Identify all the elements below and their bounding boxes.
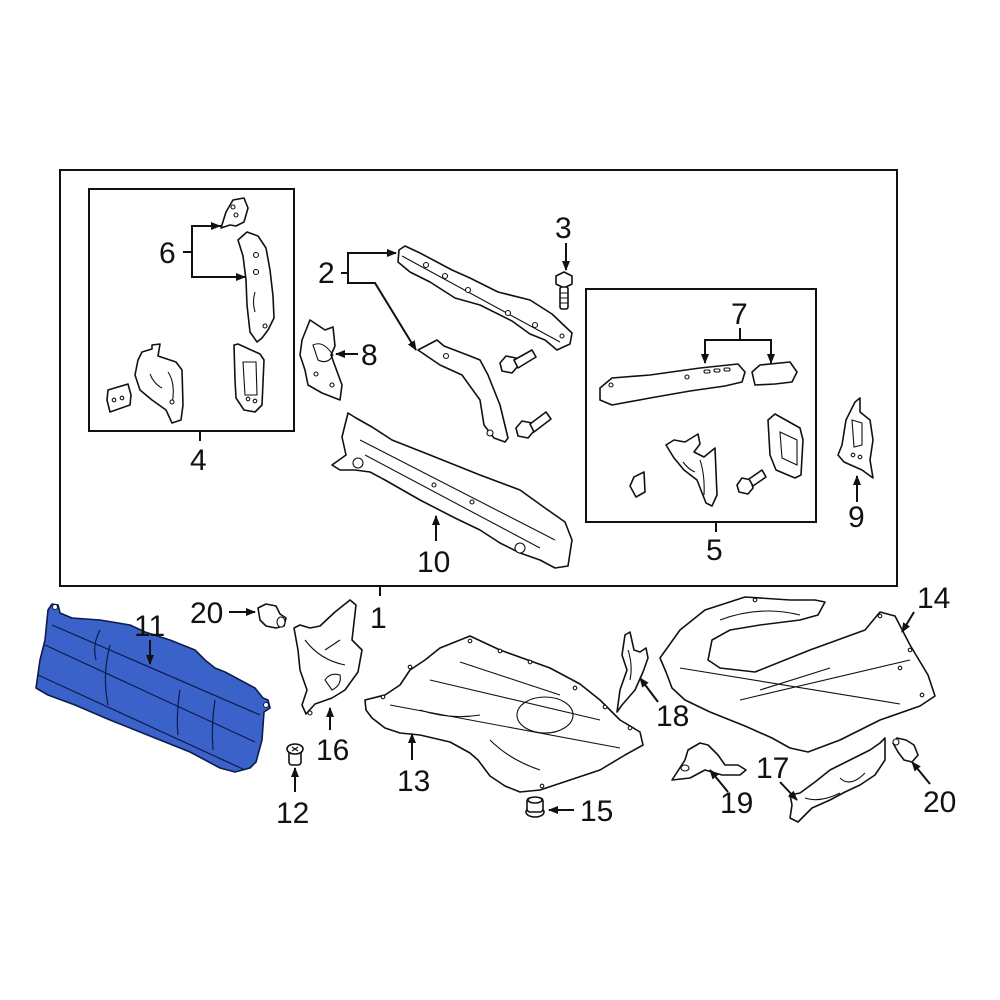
part-7-rail[interactable] bbox=[599, 363, 746, 406]
callout-3[interactable]: 3 bbox=[555, 212, 572, 245]
callout-20-left[interactable]: 20 bbox=[190, 597, 223, 630]
leader-20-right bbox=[911, 761, 931, 785]
part-2-upper-tie-bar[interactable] bbox=[397, 245, 573, 351]
callout-2[interactable]: 2 bbox=[318, 257, 335, 290]
main-assembly-frame bbox=[59, 169, 898, 596]
part-2-brace[interactable] bbox=[417, 339, 509, 443]
leader-2 bbox=[341, 249, 417, 351]
callout-11[interactable]: 11 bbox=[134, 610, 165, 643]
callout-13[interactable]: 13 bbox=[397, 765, 430, 798]
leader-19 bbox=[709, 769, 729, 793]
part-16-shield[interactable] bbox=[293, 599, 363, 716]
part-11-lower-deflector[interactable] bbox=[35, 603, 271, 773]
callout-7[interactable]: 7 bbox=[731, 298, 748, 331]
leader-18 bbox=[639, 677, 659, 703]
callout-10[interactable]: 10 bbox=[417, 546, 450, 579]
sub-assembly-5-frame bbox=[585, 288, 817, 532]
part-4-small-clip[interactable] bbox=[106, 383, 132, 413]
part-19-bracket[interactable] bbox=[671, 742, 747, 781]
callout-5[interactable]: 5 bbox=[706, 534, 723, 567]
sub-assembly-4-frame bbox=[88, 188, 295, 441]
part-12-clip[interactable] bbox=[286, 743, 304, 766]
callout-18[interactable]: 18 bbox=[656, 700, 689, 733]
callout-17[interactable]: 17 bbox=[756, 752, 789, 785]
leader-14 bbox=[901, 611, 915, 633]
part-6-upper-bracket[interactable] bbox=[220, 197, 249, 229]
callout-12[interactable]: 12 bbox=[276, 797, 309, 830]
part-5-bracket[interactable] bbox=[665, 433, 718, 507]
part-13-engine-undercover[interactable] bbox=[364, 635, 644, 793]
callout-19[interactable]: 19 bbox=[720, 787, 753, 820]
bolt-upper[interactable] bbox=[499, 349, 537, 374]
part-17-shield[interactable] bbox=[789, 737, 886, 823]
callout-6[interactable]: 6 bbox=[159, 237, 176, 270]
callout-14[interactable]: 14 bbox=[917, 582, 950, 615]
callout-9[interactable]: 9 bbox=[848, 501, 865, 534]
part-20-clip-left[interactable] bbox=[257, 603, 287, 629]
part-5-bolt[interactable] bbox=[736, 469, 767, 495]
part-7-end-bracket[interactable] bbox=[751, 361, 798, 386]
part-18-bracket[interactable] bbox=[616, 631, 649, 713]
callout-16[interactable]: 16 bbox=[316, 734, 349, 767]
leader-7 bbox=[701, 328, 775, 364]
part-9-bracket[interactable] bbox=[837, 397, 874, 479]
callout-8[interactable]: 8 bbox=[361, 339, 378, 372]
part-15-clip[interactable] bbox=[525, 796, 545, 818]
callout-4[interactable]: 4 bbox=[190, 444, 207, 477]
part-3-bolt[interactable] bbox=[555, 271, 573, 310]
leader-17 bbox=[779, 781, 798, 801]
callout-1[interactable]: 1 bbox=[370, 602, 387, 635]
callout-15[interactable]: 15 bbox=[580, 795, 613, 828]
part-4-plate[interactable] bbox=[233, 343, 265, 413]
part-14-rear-undercover[interactable] bbox=[659, 596, 936, 753]
part-4-side-panel[interactable] bbox=[134, 343, 184, 424]
part-10-lower-tie-bar[interactable] bbox=[331, 412, 573, 569]
part-8-bracket[interactable] bbox=[299, 319, 343, 401]
part-6-reinforcement[interactable] bbox=[237, 231, 275, 343]
part-5-clip[interactable] bbox=[629, 471, 646, 498]
callout-20-right[interactable]: 20 bbox=[923, 786, 956, 819]
part-20-clip-right[interactable] bbox=[892, 737, 919, 763]
leader-6 bbox=[183, 222, 246, 281]
bolt-lower[interactable] bbox=[515, 411, 552, 439]
part-5-plate[interactable] bbox=[767, 413, 804, 479]
